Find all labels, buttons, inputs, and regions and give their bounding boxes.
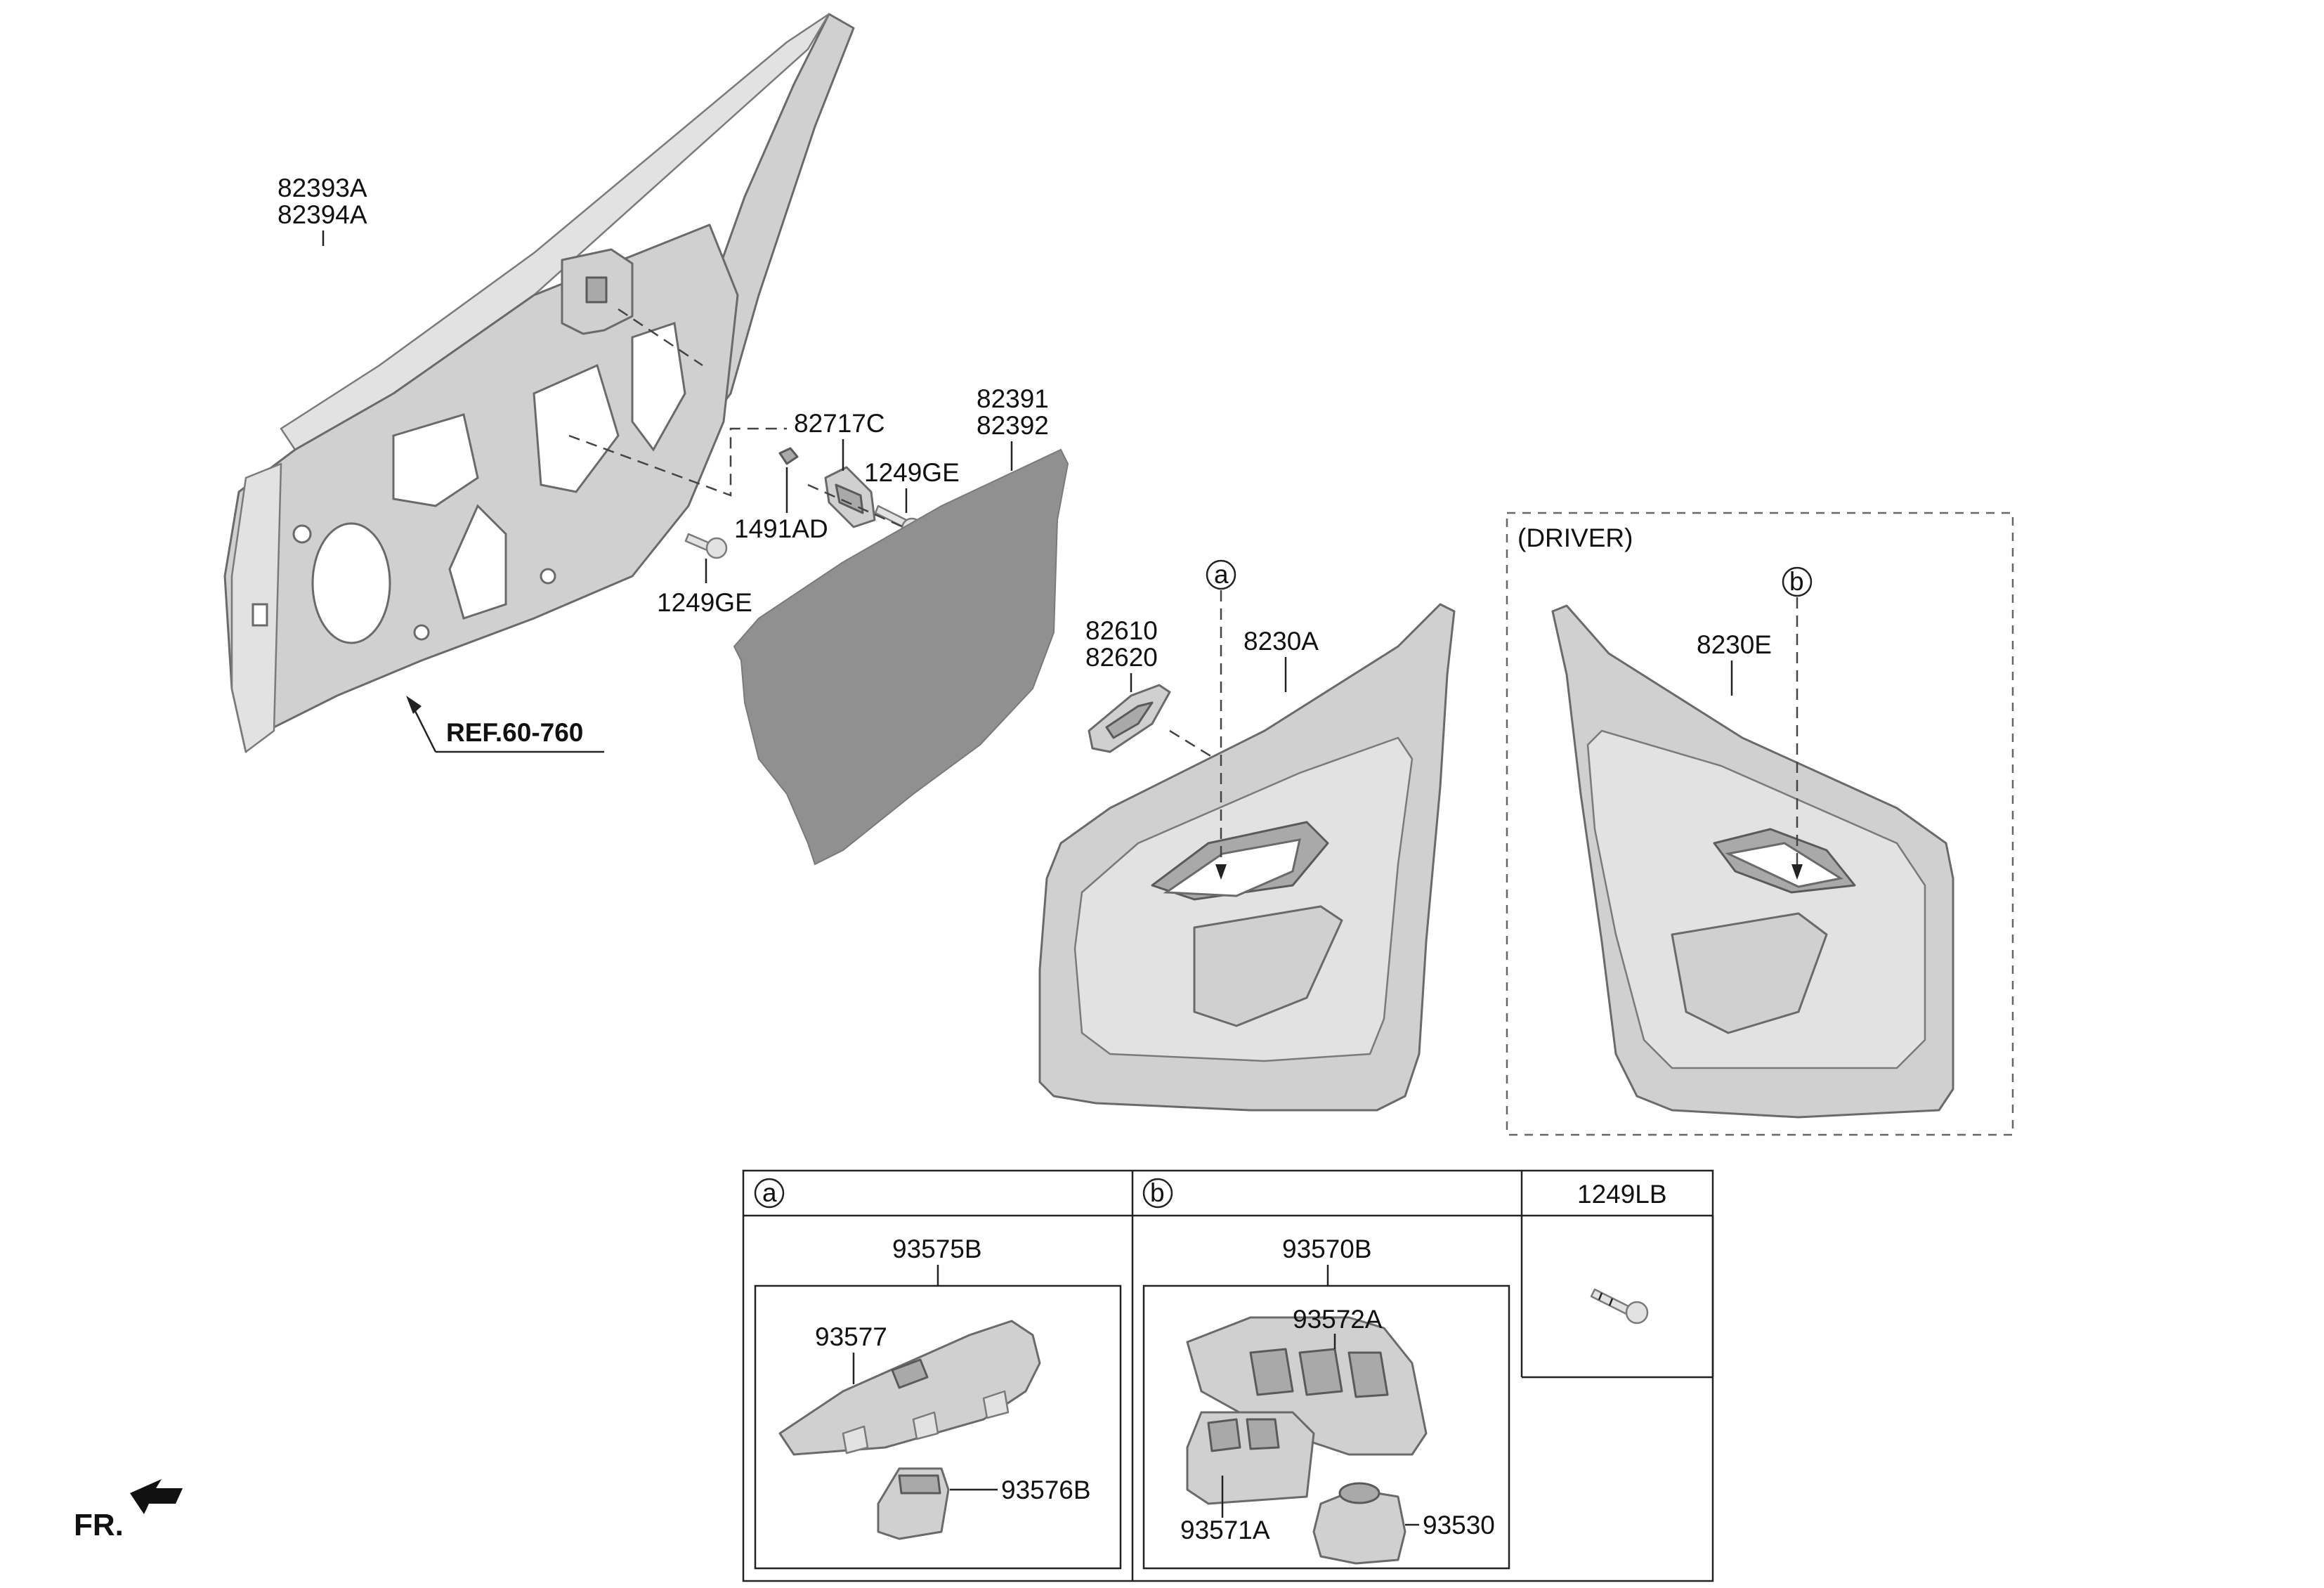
label-8230A: 8230A <box>1243 627 1319 656</box>
screw-icon <box>1590 1288 1649 1325</box>
table-col-c-part: 1249LB <box>1577 1180 1667 1209</box>
label-driver: (DRIVER) <box>1517 523 1633 552</box>
label-93571A: 93571A <box>1180 1516 1270 1544</box>
label-1491AD: 1491AD <box>734 514 828 543</box>
upper-hinge-bracket <box>561 248 634 335</box>
table-marker-a: a <box>762 1178 777 1207</box>
label-93576B: 93576B <box>1001 1476 1091 1504</box>
door-trim-8230E <box>1551 604 1954 1119</box>
marker-a-label: a <box>1214 560 1229 589</box>
switch-panel-93572A <box>1186 1316 1428 1456</box>
bolt-1249GE-lower <box>684 533 728 559</box>
label-82610: 82610 <box>1085 616 1158 645</box>
bracket-82717C <box>824 466 876 528</box>
marker-b-label: b <box>1789 567 1804 596</box>
label-1249GE-lower: 1249GE <box>657 588 752 617</box>
driver-group-box <box>1506 512 2014 1136</box>
nut-1491AD <box>778 447 799 465</box>
label-ref: REF.60-760 <box>446 718 583 747</box>
label-fr: FR. <box>74 1508 124 1542</box>
label-93575B: 93575B <box>892 1235 982 1263</box>
label-8230E: 8230E <box>1697 630 1772 659</box>
a-subgroup-box <box>754 1284 1122 1570</box>
table-marker-a-circle <box>754 1178 785 1209</box>
front-direction-arrow-icon <box>130 1479 183 1514</box>
label-93570B: 93570B <box>1282 1235 1372 1263</box>
table-marker-b-circle <box>1142 1178 1173 1209</box>
parts-table <box>742 1169 1714 1582</box>
door-trim-8230A <box>1038 603 1456 1112</box>
mirror-switch-93530 <box>1312 1482 1406 1565</box>
door-sealing-film <box>733 448 1069 866</box>
inside-door-handle <box>1088 684 1171 753</box>
label-93577: 93577 <box>815 1322 887 1351</box>
switch-panel-93577 <box>778 1320 1041 1456</box>
window-switch-93576B <box>877 1467 950 1540</box>
label-82394A: 82394A <box>278 200 367 229</box>
door-inner-panel <box>223 13 855 753</box>
label-82393A: 82393A <box>278 174 367 202</box>
label-1249GE-upper: 1249GE <box>864 458 960 487</box>
label-93530: 93530 <box>1423 1511 1495 1540</box>
label-82391: 82391 <box>977 384 1049 413</box>
label-82717C: 82717C <box>794 409 885 438</box>
reference-note: REF.60-760 <box>406 696 604 753</box>
window-switch-93571A <box>1186 1411 1315 1505</box>
table-marker-b: b <box>1150 1178 1165 1207</box>
marker-a-circle <box>1206 559 1236 590</box>
label-93572A: 93572A <box>1293 1305 1383 1334</box>
marker-b-circle <box>1782 566 1813 597</box>
label-82392: 82392 <box>977 411 1049 440</box>
label-82620: 82620 <box>1085 643 1158 672</box>
b-subgroup-box <box>1142 1284 1510 1570</box>
